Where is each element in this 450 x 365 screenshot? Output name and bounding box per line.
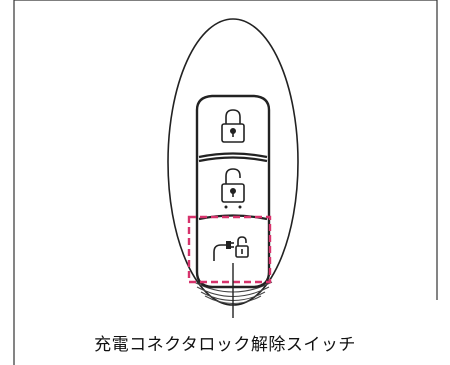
callout-label: 充電コネクタロック解除スイッチ — [94, 335, 356, 355]
unlock-button[interactable] — [221, 168, 245, 209]
padlock-closed-icon — [221, 109, 245, 143]
lock-button[interactable] — [221, 109, 245, 143]
highlight-box — [187, 215, 272, 284]
charge-connector-unlock-button[interactable] — [213, 236, 249, 261]
button-indicator-dots — [224, 205, 242, 209]
padlock-open-icon — [221, 168, 245, 203]
charge-connector-unlock-icon — [213, 236, 249, 261]
image-border — [13, 0, 438, 365]
